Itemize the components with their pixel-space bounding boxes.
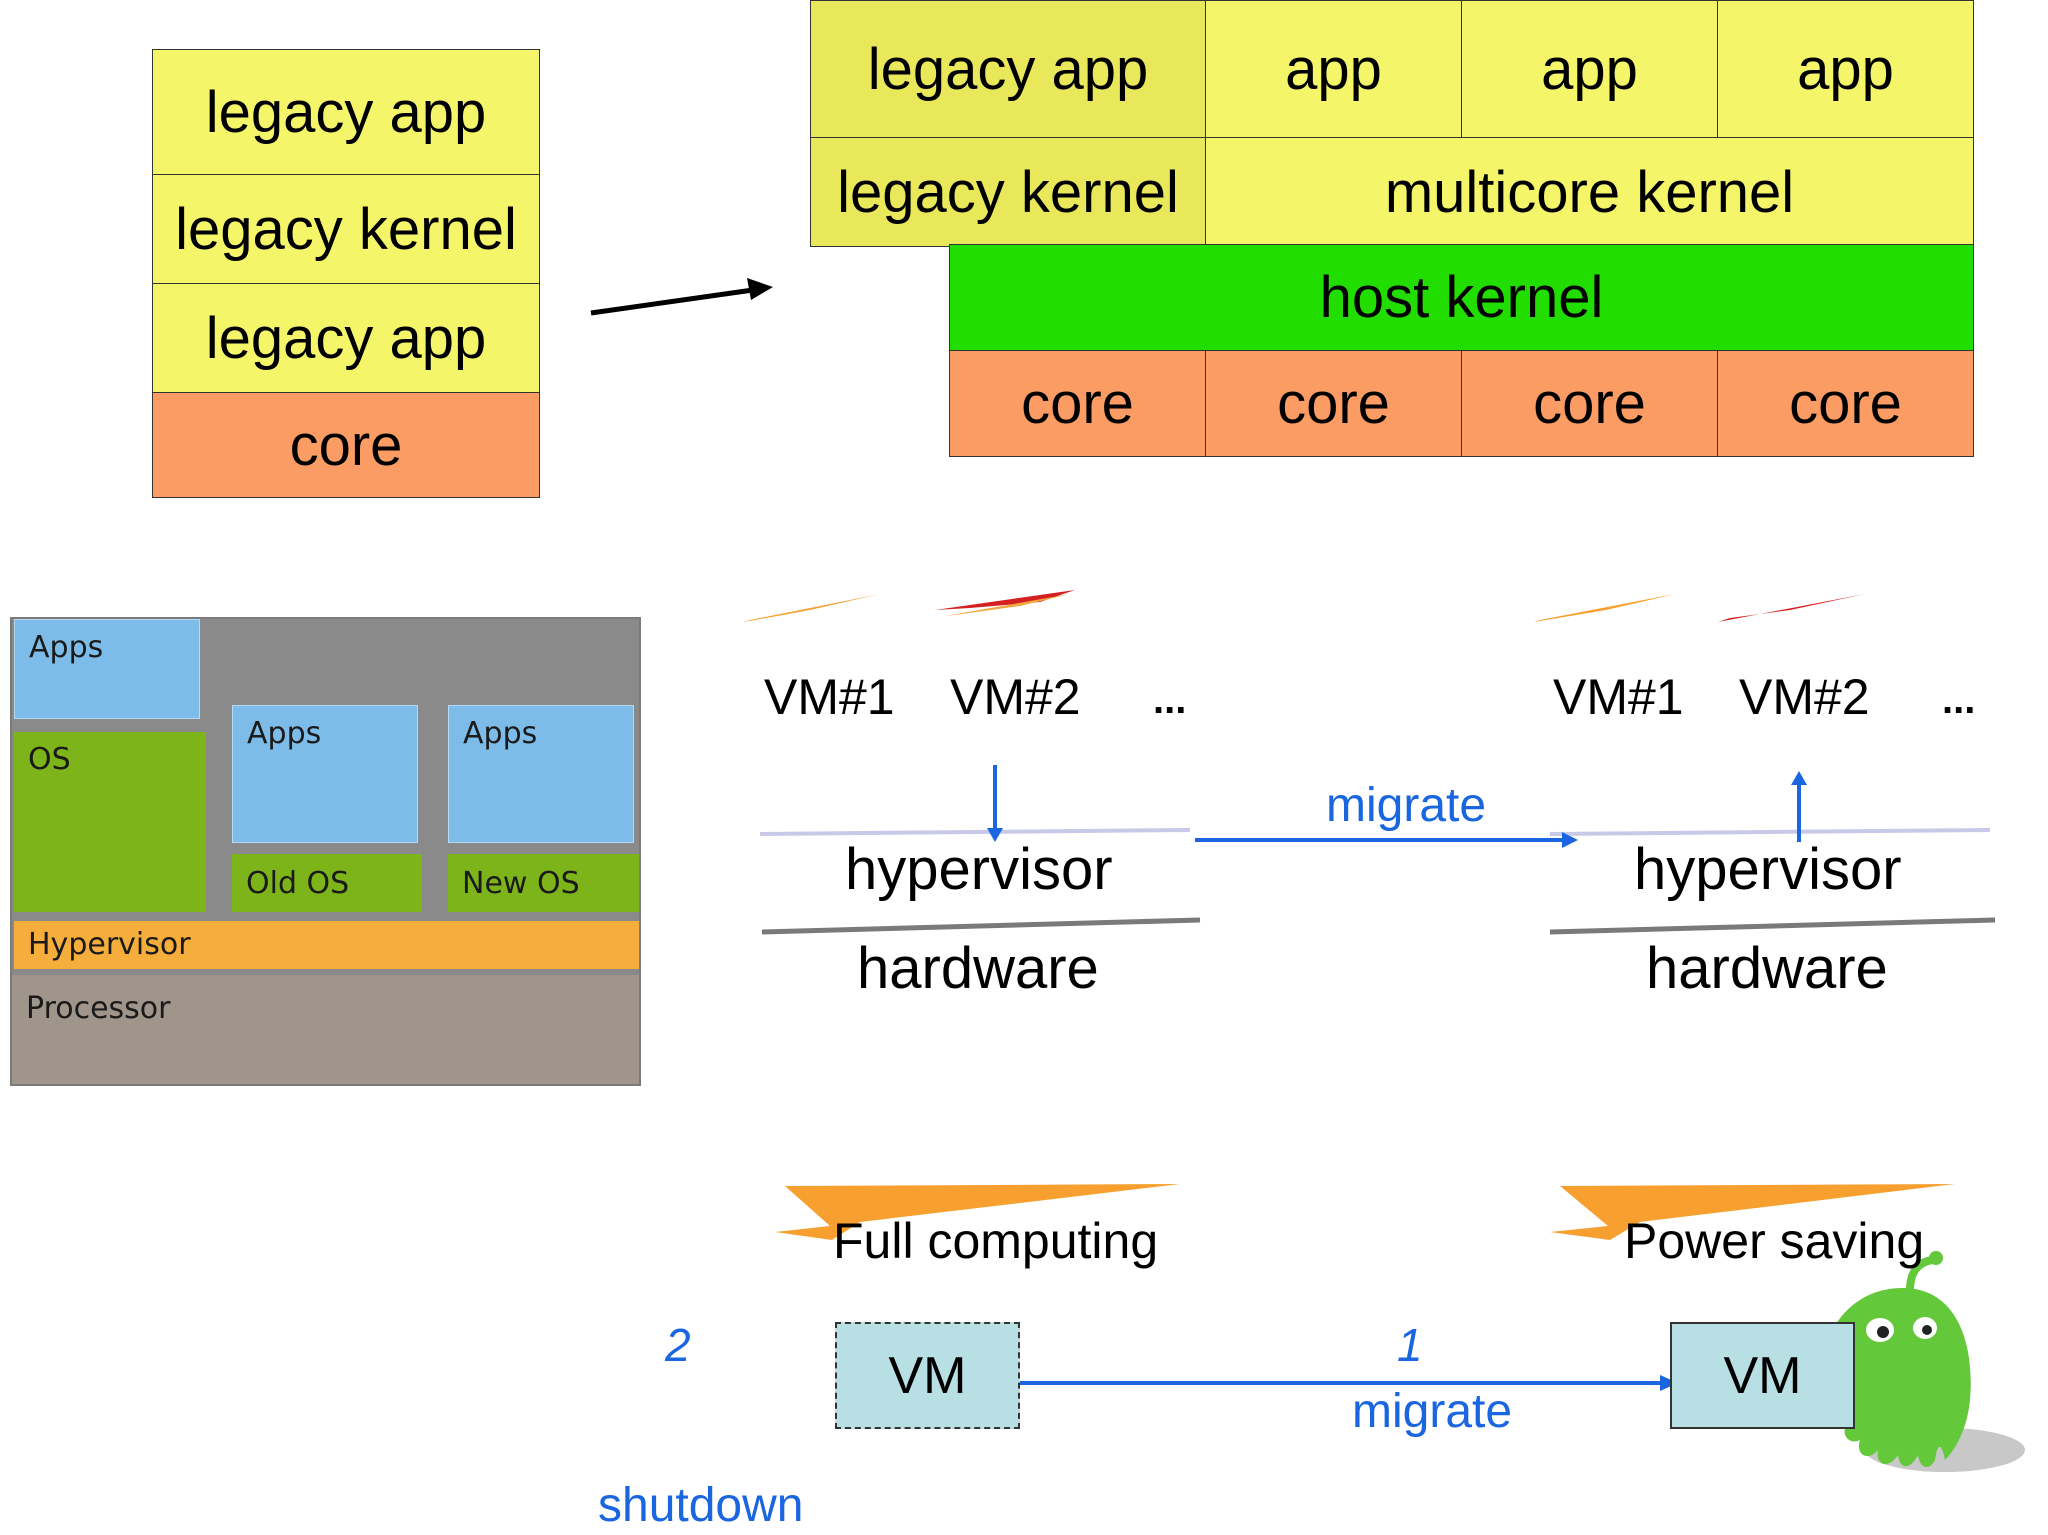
orange-stroke-icon — [744, 594, 880, 622]
core-label: core — [1533, 371, 1646, 436]
legacy-kernel-block: legacy kernel — [810, 137, 1206, 247]
virtualization-panel: Apps OS Apps Apps Old OS New OS Hypervis… — [10, 617, 641, 1086]
core-block: core — [152, 392, 540, 498]
legacy-app-block: legacy app — [810, 0, 1206, 138]
legacy-app-label: legacy app — [867, 36, 1149, 102]
vm-box-left: VM — [835, 1322, 1020, 1429]
hypervisor-block: Hypervisor — [14, 921, 639, 969]
power-saving-label: Power saving — [1624, 1213, 1925, 1269]
host-kernel-label: host kernel — [1319, 265, 1604, 330]
host-kernel-block: host kernel — [949, 244, 1974, 351]
vm1-label: VM#1 — [1553, 669, 1684, 725]
power-saving-stroke-icon — [1550, 1184, 1955, 1240]
core-block: core — [1205, 350, 1462, 457]
multicore-kernel-label: multicore kernel — [1384, 159, 1795, 225]
apps-label: Apps — [463, 716, 538, 751]
vm-box-right: VM — [1670, 1322, 1855, 1429]
hypervisor-label: Hypervisor — [28, 927, 191, 962]
vm-label: VM — [888, 1346, 967, 1405]
app-block: app — [1205, 0, 1462, 138]
new-os-label: New OS — [462, 866, 580, 901]
app-block: app — [1717, 0, 1974, 138]
vm1-label: VM#1 — [764, 669, 895, 725]
core-block: core — [949, 350, 1206, 457]
legacy-kernel-block: legacy kernel — [152, 174, 540, 284]
ellipsis-label: ... — [1153, 678, 1187, 722]
migration-graphics — [744, 590, 1996, 935]
step-1-label: 1 — [1397, 1319, 1423, 1371]
app-label: app — [1797, 36, 1894, 102]
hypervisor-label: hypervisor — [1634, 837, 1902, 902]
os-block: OS — [14, 732, 206, 912]
app-label: app — [1285, 36, 1382, 102]
core-block: core — [1717, 350, 1974, 457]
app-block: app — [1461, 0, 1718, 138]
processor-label: Processor — [26, 991, 171, 1026]
legacy-app-label-2: legacy app — [205, 305, 487, 371]
red-stroke-icon — [935, 590, 1075, 610]
hypervisor-label: hypervisor — [845, 837, 1113, 902]
apps-block: Apps — [232, 705, 418, 843]
core-label: core — [1277, 371, 1390, 436]
hardware-label: hardware — [1646, 936, 1888, 1001]
legacy-app-block-2: legacy app — [152, 283, 540, 393]
legacy-kernel-label: legacy kernel — [837, 159, 1179, 225]
hardware-label: hardware — [857, 936, 1099, 1001]
vm2-label: VM#2 — [950, 669, 1081, 725]
shutdown-label: shutdown — [598, 1479, 804, 1532]
mascot-icon — [1821, 1251, 2025, 1472]
old-os-label: Old OS — [246, 866, 350, 901]
apps-label: Apps — [247, 716, 322, 751]
os-label: OS — [28, 742, 71, 777]
processor-block: Processor — [12, 975, 639, 1084]
ellipsis-label: ... — [1942, 678, 1976, 722]
core-label: core — [1789, 371, 1902, 436]
apps-block: Apps — [14, 619, 200, 719]
apps-label: Apps — [29, 630, 104, 665]
old-os-block: Old OS — [232, 854, 422, 912]
legacy-app-block: legacy app — [152, 49, 540, 175]
core-label: core — [1021, 371, 1134, 436]
full-computing-label: Full computing — [833, 1213, 1159, 1269]
vm-label: VM — [1723, 1346, 1802, 1405]
transition-arrow — [590, 278, 773, 316]
core-block: core — [1461, 350, 1718, 457]
vm2-label: VM#2 — [1739, 669, 1870, 725]
power-graphics — [775, 1184, 2025, 1472]
step-2-label: 2 — [665, 1319, 691, 1371]
migrate-label: migrate — [1326, 779, 1487, 832]
migrate-label: migrate — [1352, 1385, 1513, 1438]
core-label: core — [289, 412, 403, 478]
apps-block: Apps — [448, 705, 634, 843]
multicore-kernel-block: multicore kernel — [1205, 137, 1974, 247]
app-label: app — [1541, 36, 1638, 102]
full-computing-stroke-icon — [775, 1184, 1180, 1240]
new-os-block: New OS — [448, 854, 639, 912]
legacy-kernel-label: legacy kernel — [175, 196, 517, 262]
legacy-app-label: legacy app — [205, 79, 487, 145]
